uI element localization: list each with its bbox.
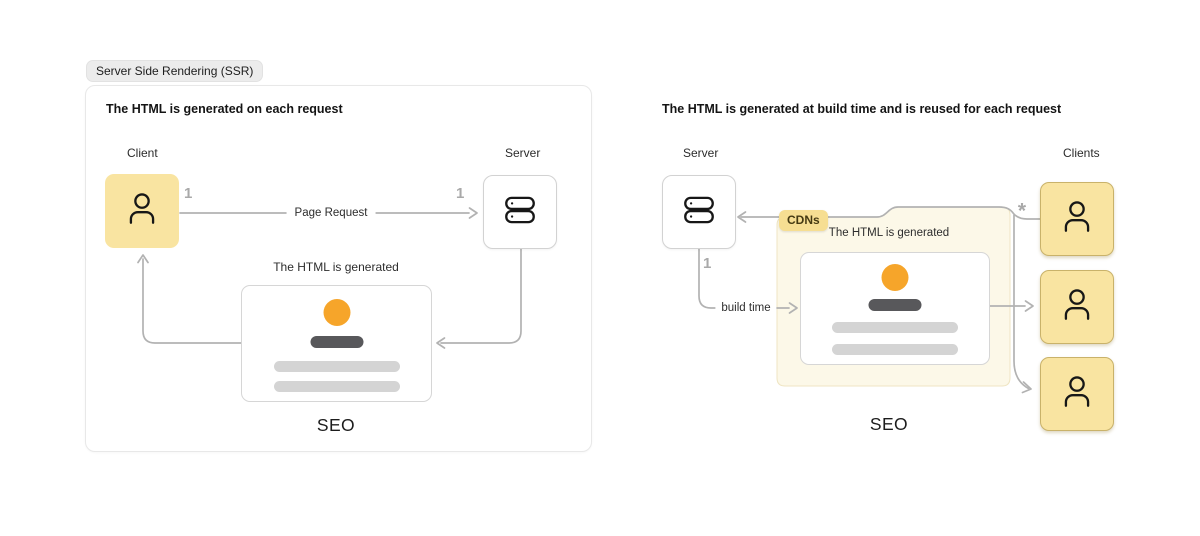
seo-label-right: SEO [869,414,909,434]
cdn-to-client2-arrowhead [1024,300,1034,312]
person-icon [123,190,161,233]
branch-client3-arrowhead [1021,381,1032,394]
html-generated-label-right: The HTML is generated [828,227,950,239]
cdn-branch-line [1013,214,1030,390]
request-count-server: 1 [456,185,465,202]
page-avatar-dot [881,264,909,291]
ssg-title: The HTML is generated at build time and … [662,102,1062,116]
client-box-1 [1040,182,1114,256]
client-label: Client [127,146,158,160]
build-time-label: build time [715,302,777,314]
page-title-bar [868,299,922,311]
client-box-2 [1040,270,1114,344]
ssr-badge: Server Side Rendering (SSR) [86,60,264,82]
html-generated-label: The HTML is generated [273,260,399,274]
page-request-label: Page Request [286,207,376,219]
cdns-badge: CDNs [779,210,828,231]
page-text-line [273,381,400,392]
server-rack-icon [501,191,539,234]
client-box-3 [1040,357,1114,431]
many-requests-marker: * [1017,199,1027,223]
server-rack-icon [680,191,718,234]
page-text-line [832,322,958,333]
server-label-right: Server [683,146,719,160]
generated-page-mockup-right [800,252,990,365]
page-title-bar [310,336,363,348]
generated-page-mockup [241,285,432,402]
server-box [483,175,557,249]
server-label: Server [505,146,541,160]
build-time-arrowhead [788,302,798,314]
person-icon [1058,373,1096,416]
request-count-client: 1 [184,185,193,202]
build-time-line [698,248,790,309]
clients-to-server-arrowhead [737,211,747,223]
page-text-line [832,344,958,355]
page-text-line [273,361,400,372]
person-icon [1058,198,1096,241]
ssr-card-title: The HTML is generated on each request [106,102,343,116]
person-icon [1058,286,1096,329]
page-avatar-dot [323,299,350,326]
seo-label: SEO [316,415,356,435]
server-box-right [662,175,736,249]
client-box [105,174,179,248]
clients-label: Clients [1063,146,1100,160]
build-count: 1 [703,255,712,272]
